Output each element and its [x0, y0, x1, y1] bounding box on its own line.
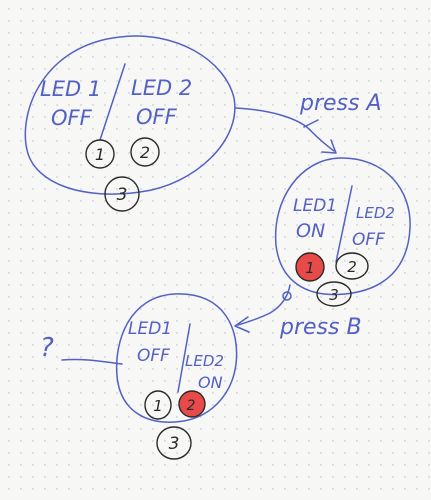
state-1-button-1: 1	[85, 139, 115, 169]
state-2-led1-value: ON	[296, 220, 325, 242]
state-1-button-3: 3	[104, 176, 140, 212]
transition-press-b: press B	[234, 284, 362, 340]
transition-press-b-arrow	[237, 284, 291, 326]
state-3-divider	[177, 323, 191, 393]
state-1-button-2: 2	[130, 137, 160, 167]
state-2-led2-name: LED2	[356, 204, 395, 222]
state-3-led1-name: LED1	[128, 319, 172, 339]
state-3-button-3-label: 3	[169, 434, 180, 454]
state-1-led2-name: LED 2	[131, 76, 192, 100]
unknown-transition-line	[61, 358, 123, 365]
arrowhead-icon	[234, 316, 250, 333]
state-2-button-2: 2	[335, 252, 369, 280]
state-2-led1-name: LED1	[293, 196, 337, 216]
transition-press-a-arrow	[235, 107, 335, 152]
state-3-led2-name: LED2	[185, 352, 224, 370]
unknown-label: ?	[40, 333, 54, 363]
state-3-outline	[115, 293, 238, 423]
state-2-button-3-label: 3	[329, 286, 339, 304]
state-3-button-3: 3	[156, 426, 192, 460]
state-1-led1-value: OFF	[51, 106, 93, 130]
transition-press-b-loop	[282, 291, 292, 301]
state-1-button-2-label: 2	[140, 143, 150, 162]
state-1-led1-name: LED 1	[40, 77, 101, 101]
state-1-led2-value: OFF	[136, 105, 178, 129]
state-3-button-2: 2	[178, 390, 206, 418]
state-2-button-1-label: 1	[305, 259, 315, 277]
state-1-button-3-label: 3	[117, 185, 128, 205]
state-2-outline	[274, 157, 411, 296]
state-3-led2-value: ON	[198, 373, 223, 392]
state-2-button-1: 1	[295, 252, 325, 282]
state-3-button-1-label: 1	[153, 397, 163, 415]
state-2-divider	[335, 185, 353, 263]
arrowhead-icon	[321, 139, 337, 154]
state-3: LED1 OFF LED2 ON 1 2 3	[115, 293, 238, 460]
transition-press-a: press A	[235, 91, 382, 154]
transition-press-a-label: press A	[299, 91, 382, 116]
state-1-outline	[24, 35, 236, 195]
unknown-transition: ?	[40, 333, 123, 365]
state-1: LED 1 OFF LED 2 OFF 1 2 3	[24, 35, 236, 212]
state-2-button-3: 3	[316, 281, 352, 307]
state-3-led1-value: OFF	[137, 346, 170, 366]
transition-press-a-tick	[303, 119, 319, 128]
state-2-led2-value: OFF	[352, 230, 385, 250]
state-2: LED1 ON LED2 OFF 1 2 3	[274, 157, 411, 307]
state-1-button-1-label: 1	[95, 145, 105, 164]
state-3-button-1: 1	[144, 390, 172, 420]
state-1-divider	[99, 63, 126, 141]
state-2-button-2-label: 2	[347, 258, 357, 276]
transition-press-b-label: press B	[279, 315, 362, 340]
state-3-button-2-label: 2	[187, 398, 196, 414]
